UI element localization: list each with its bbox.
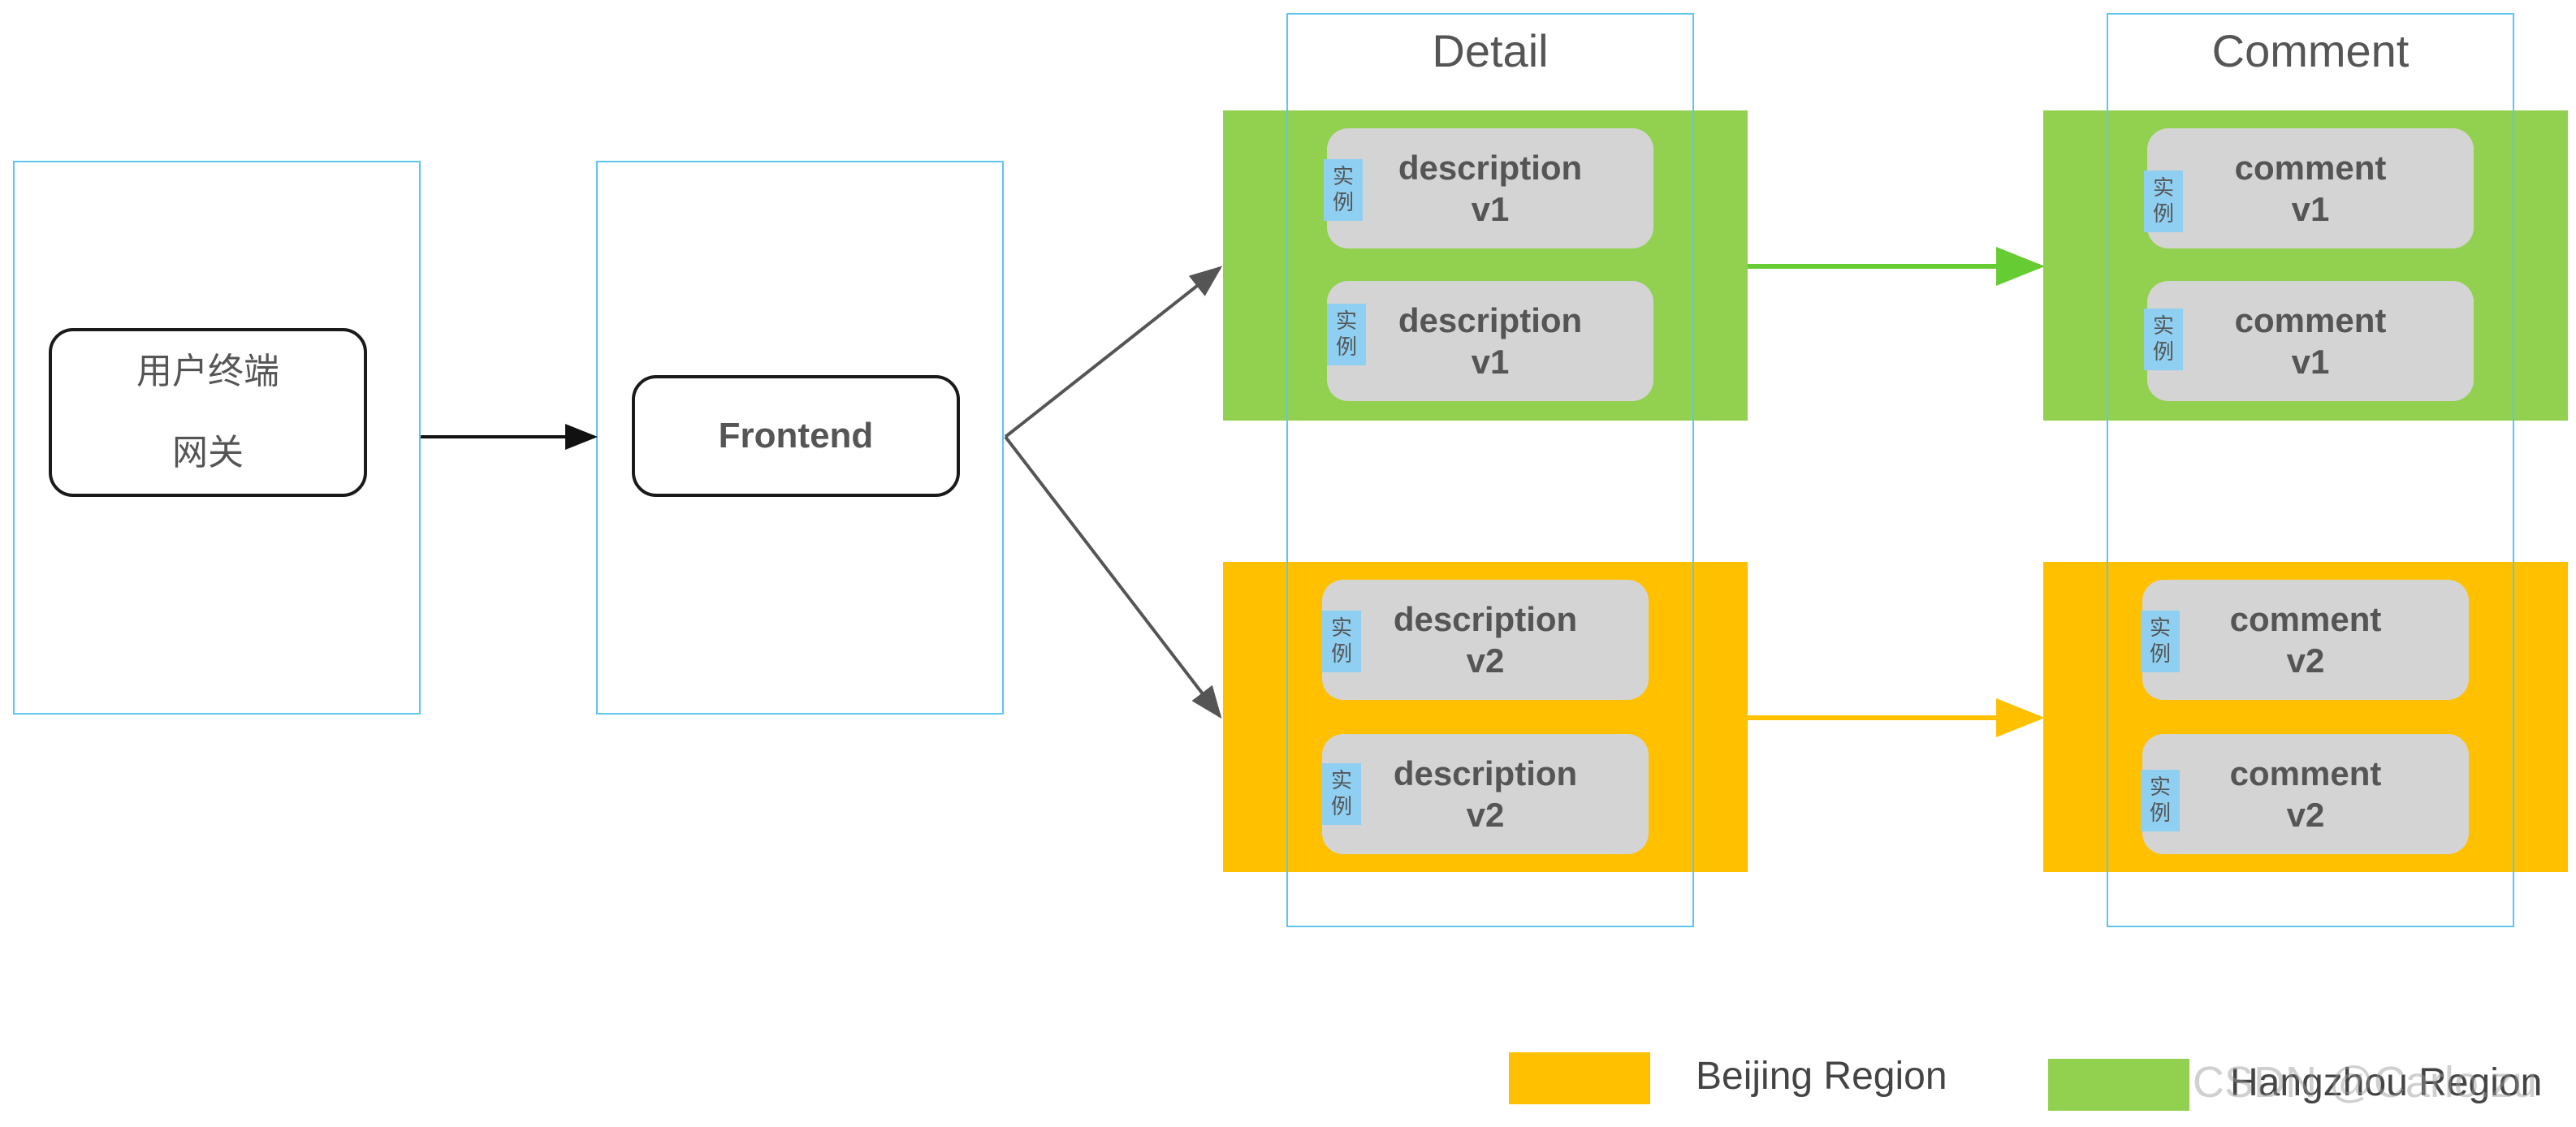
comment-instance-card: comment v1	[2147, 281, 2474, 401]
legend-hangzhou-swatch	[2048, 1059, 2189, 1111]
legend-beijing-swatch	[1509, 1052, 1650, 1104]
detail-instance-card: description v2	[1322, 734, 1649, 854]
instance-tag-char: 例	[2152, 202, 2174, 227]
instance-tag-char: 实	[2152, 175, 2174, 201]
instance-tag-char: 实	[1330, 615, 1352, 641]
instance-tag: 实 例	[1324, 159, 1363, 221]
instance-name: description	[1393, 599, 1578, 638]
gateway-container	[13, 161, 421, 715]
frontend-to-hangzhou-arrow	[1004, 266, 1223, 438]
frontend-label: Frontend	[718, 416, 874, 456]
instance-tag: 实 例	[1322, 763, 1361, 825]
instance-tag: 实 例	[1322, 611, 1361, 672]
detail-instance-card: description v1	[1327, 281, 1653, 401]
instance-tag-char: 例	[2152, 340, 2174, 365]
detail-instance-card: description v1	[1327, 128, 1653, 248]
instance-version: v1	[1471, 343, 1510, 381]
legend-hangzhou-label: Hangzhou Region	[2230, 1061, 2543, 1104]
instance-tag-char: 例	[1330, 642, 1352, 667]
instance-tag-char: 实	[2149, 615, 2171, 641]
instance-tag-char: 实	[1330, 768, 1352, 793]
instance-tag-char: 例	[2149, 642, 2171, 667]
detail-instance-card: description v2	[1322, 580, 1649, 700]
detail-column	[1286, 13, 1694, 927]
watermark: CSDN @Carlo.zu	[2193, 1058, 2537, 1107]
frontend-to-beijing-arrow	[1004, 435, 1222, 719]
instance-name: comment	[2234, 148, 2387, 187]
gateway-label-line2: 网关	[172, 433, 244, 473]
instance-tag-char: 实	[2152, 313, 2174, 339]
instance-tag-char: 实	[1332, 164, 1354, 189]
instance-name: description	[1393, 753, 1578, 792]
instance-name: comment	[2229, 599, 2382, 638]
instance-tag: 实 例	[1327, 304, 1366, 365]
instance-version: v2	[2286, 641, 2325, 680]
comment-instance-card: comment v1	[2147, 128, 2474, 248]
instance-tag-char: 例	[1330, 795, 1352, 819]
instance-tag-char: 实	[2149, 775, 2171, 800]
instance-version: v2	[1466, 641, 1505, 680]
instance-tag: 实 例	[2144, 309, 2183, 370]
instance-version: v1	[2291, 343, 2330, 381]
instance-tag: 实 例	[2144, 171, 2183, 232]
instance-version: v1	[1471, 190, 1510, 228]
instance-tag-char: 例	[1335, 335, 1357, 360]
instance-name: comment	[2229, 753, 2382, 792]
instance-version: v2	[1466, 796, 1505, 834]
instance-tag-char: 例	[1332, 191, 1354, 215]
instance-version: v2	[2286, 796, 2325, 834]
legend-beijing-label: Beijing Region	[1696, 1055, 1947, 1098]
comment-column	[2107, 13, 2514, 927]
gateway-node: 用户终端 网关	[49, 328, 367, 497]
instance-version: v1	[2291, 190, 2330, 228]
detail-title: Detail	[1432, 25, 1549, 76]
comment-title: Comment	[2211, 25, 2410, 76]
instance-name: description	[1398, 300, 1583, 339]
gateway-label-line1: 用户终端	[136, 352, 279, 391]
comment-instance-card: comment v2	[2142, 580, 2469, 700]
instance-tag-char: 实	[1335, 309, 1357, 334]
instance-tag-char: 例	[2149, 801, 2171, 826]
instance-tag: 实 例	[2141, 611, 2180, 672]
frontend-node: Frontend	[632, 375, 960, 497]
comment-instance-card: comment v2	[2142, 734, 2469, 854]
instance-tag: 实 例	[2141, 770, 2180, 831]
instance-name: description	[1398, 148, 1583, 187]
instance-name: comment	[2234, 300, 2387, 339]
